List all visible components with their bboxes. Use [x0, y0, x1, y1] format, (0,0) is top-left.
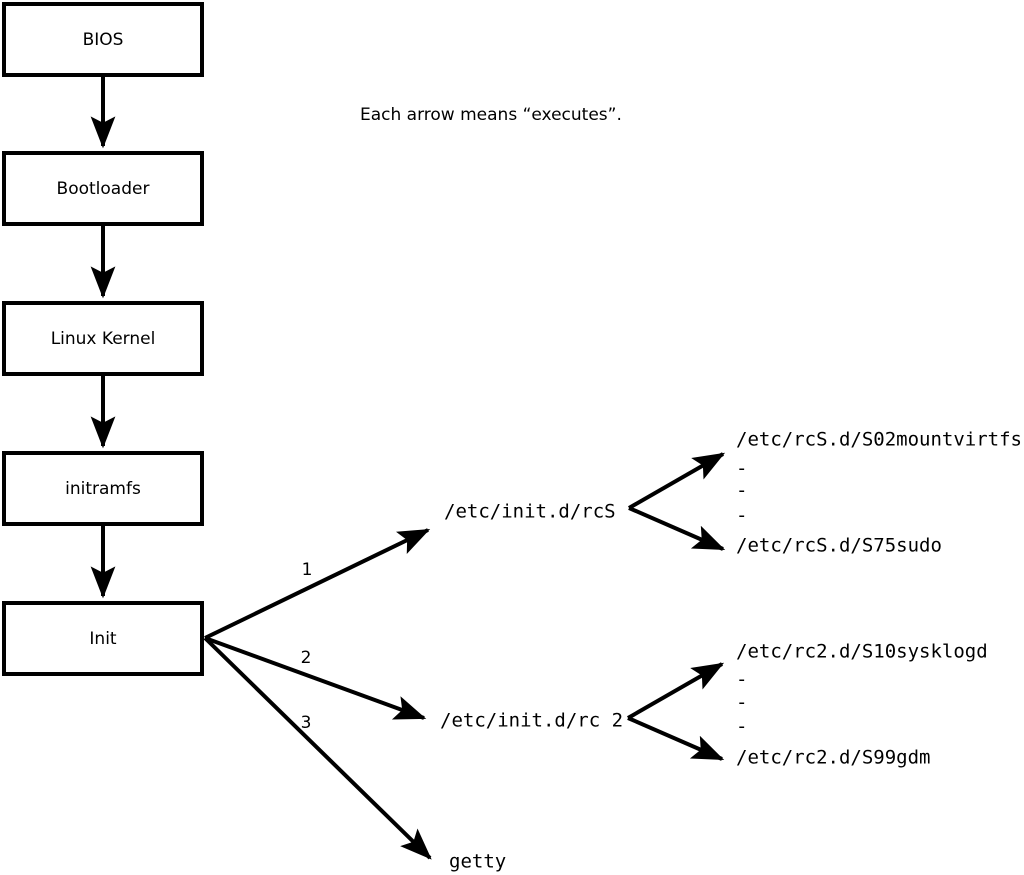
rc2-subbranch-group: /etc/rc2.d/S10sysklogd - - - /etc/rc2.d/…	[627, 641, 988, 769]
diagram-caption: Each arrow means “executes”.	[360, 105, 622, 125]
arrow-rc2-to-last-script	[627, 716, 725, 761]
process-box-bios[interactable]: BIOS	[2, 2, 204, 77]
rc2-ellipsis-dash-3: -	[736, 716, 747, 738]
process-box-bootloader[interactable]: Bootloader	[2, 151, 204, 226]
arrow-rc2-to-first-script	[627, 662, 725, 720]
arrow-init-to-rcs	[204, 528, 431, 640]
process-box-linux-kernel[interactable]: Linux Kernel	[2, 301, 204, 376]
rcs-ellipsis-dash-1: -	[736, 458, 747, 480]
rcs-subbranch-group: /etc/rcS.d/S02mountvirtfs - - - /etc/rcS…	[628, 429, 1022, 557]
arrow-rcs-to-last-script	[628, 506, 726, 551]
label-rcs-d-s75sudo: /etc/rcS.d/S75sudo	[736, 535, 942, 557]
process-box-linux-kernel-label: Linux Kernel	[51, 329, 156, 349]
arrow-rcs-to-first-script	[628, 452, 726, 510]
process-box-initramfs[interactable]: initramfs	[2, 451, 204, 526]
branch-number-2: 2	[301, 648, 312, 668]
process-box-bios-label: BIOS	[83, 30, 124, 50]
label-etc-init-d-rc2: /etc/init.d/rc 2	[440, 710, 623, 732]
rc2-ellipsis-dash-2: -	[736, 692, 747, 714]
process-box-init[interactable]: Init	[2, 601, 204, 676]
label-rc2-d-s99gdm: /etc/rc2.d/S99gdm	[736, 747, 930, 769]
label-getty: getty	[449, 851, 506, 873]
process-box-bootloader-label: Bootloader	[57, 179, 150, 199]
rcs-ellipsis-dash-3: -	[736, 505, 747, 527]
label-etc-init-d-rcs: /etc/init.d/rcS	[444, 501, 616, 523]
process-box-chain: BIOS Bootloader Linux Kernel initramfs I…	[2, 2, 204, 676]
arrow-init-to-rc2	[204, 636, 427, 720]
label-rcs-d-s02mountvirtfs: /etc/rcS.d/S02mountvirtfs	[736, 429, 1022, 451]
rc2-ellipsis-dash-1: -	[736, 669, 747, 691]
process-box-init-label: Init	[89, 629, 117, 649]
arrow-init-to-getty	[203, 636, 432, 860]
label-rc2-d-s10sysklogd: /etc/rc2.d/S10sysklogd	[736, 641, 988, 663]
branch-number-3: 3	[301, 713, 312, 733]
init-branch-group: 1 2 3 /etc/init.d/rcS /etc/init.d/rc 2 g…	[203, 501, 623, 873]
rcs-ellipsis-dash-2: -	[736, 480, 747, 502]
process-box-initramfs-label: initramfs	[65, 479, 141, 499]
branch-number-1: 1	[302, 560, 313, 580]
